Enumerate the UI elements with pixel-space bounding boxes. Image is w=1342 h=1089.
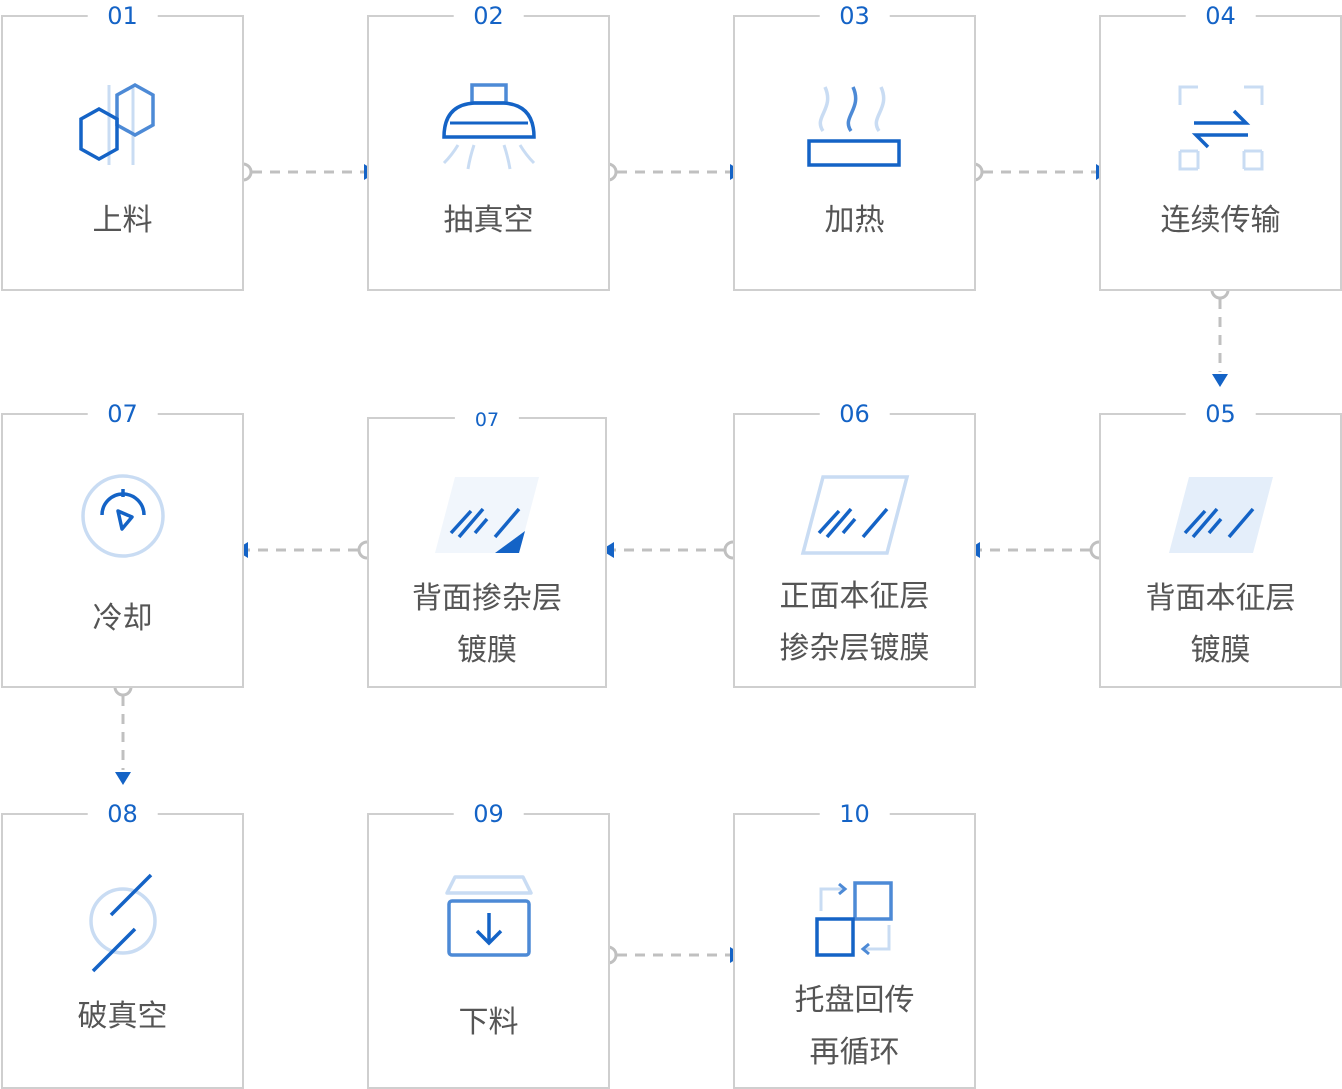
- step-card-03: 03 加热: [733, 3, 976, 291]
- step-number: 02: [453, 3, 524, 29]
- glass-panel-filled-icon: [1168, 477, 1273, 553]
- step-card-10: 10 托盘回传 再循环: [733, 801, 976, 1089]
- step-card-04: 04 连续传输: [1099, 3, 1342, 291]
- step-number: 03: [819, 3, 890, 29]
- circle-slash-icon: [88, 873, 157, 973]
- step-label: 抽真空: [443, 203, 534, 238]
- step-card-02: 02 抽真空: [367, 3, 610, 291]
- step-card-07-cooling: 07 冷却: [1, 401, 244, 688]
- step-card-05: 05 背面本征层 镀膜: [1099, 401, 1342, 688]
- step-label: 背面本征层 镀膜: [1145, 581, 1296, 668]
- unload-tray-icon: [444, 875, 533, 957]
- step-card-07-coating: 07 背面掺杂层 镀膜: [367, 407, 607, 688]
- step-number: 09: [453, 801, 524, 827]
- step-number: 10: [819, 801, 890, 827]
- step-number: 05: [1185, 401, 1256, 427]
- step-label: 背面掺杂层 镀膜: [412, 581, 562, 668]
- step-label: 上料: [92, 203, 153, 238]
- arrowhead-down: [1212, 374, 1228, 387]
- step-number: 04: [1185, 3, 1256, 29]
- cycle-squares-icon: [814, 881, 893, 957]
- arrowhead-left: [601, 542, 614, 558]
- step-card-08: 08 破真空: [1, 801, 244, 1089]
- step-label: 破真空: [77, 999, 168, 1034]
- step-number: 06: [819, 401, 890, 427]
- transfer-arrows-icon: [1178, 85, 1263, 171]
- heating-plate-icon: [806, 86, 901, 167]
- vacuum-hood-icon: [441, 83, 536, 170]
- step-number: 08: [87, 801, 158, 827]
- gauge-icon: [80, 474, 165, 558]
- glass-panel-corner-icon: [435, 477, 539, 553]
- arrowhead-down: [115, 772, 131, 785]
- step-number: 07: [454, 407, 520, 433]
- glass-panel-outline-icon: [800, 475, 909, 555]
- step-number: 01: [87, 3, 158, 29]
- hexagons-icon: [78, 82, 155, 165]
- step-card-09: 09 下料: [367, 801, 610, 1089]
- step-label: 冷却: [92, 601, 153, 636]
- step-label: 连续传输: [1160, 203, 1281, 238]
- step-label: 托盘回传 再循环: [794, 983, 915, 1070]
- step-card-06: 06 正面本征层 掺杂层镀膜: [733, 401, 976, 688]
- step-label: 加热: [824, 203, 885, 238]
- step-number: 07: [87, 401, 158, 427]
- step-label: 正面本征层 掺杂层镀膜: [779, 579, 930, 666]
- step-card-01: 01 上料: [1, 3, 244, 291]
- step-label: 下料: [458, 1005, 519, 1040]
